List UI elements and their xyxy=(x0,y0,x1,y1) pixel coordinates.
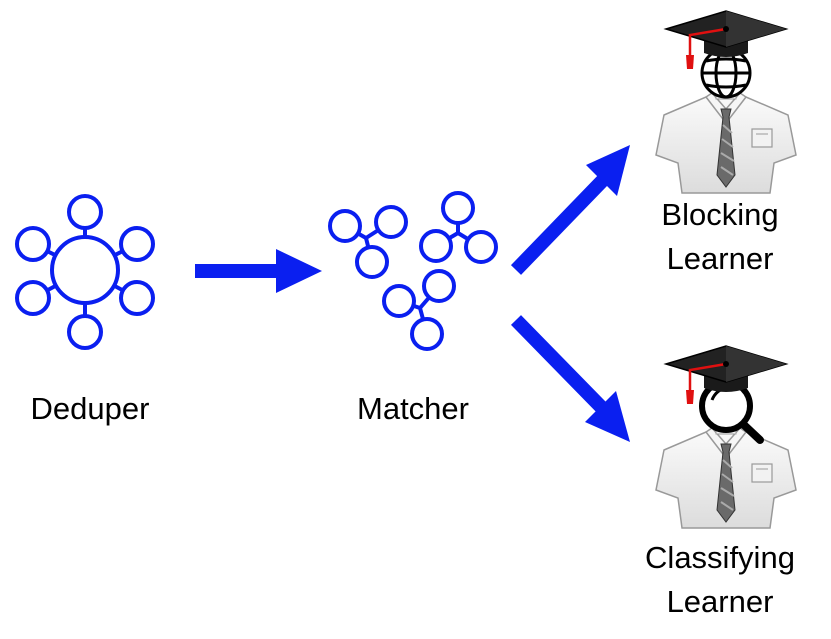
matcher-label: Matcher xyxy=(357,391,469,426)
arrow-matcher-to-blocking-learner xyxy=(510,145,630,275)
deduper-label: Deduper xyxy=(30,391,150,426)
blocking-learner-label-line1: Blocking xyxy=(661,197,779,232)
graduate-globe-head-icon xyxy=(655,9,797,194)
blocking-learner-label-line2: Learner xyxy=(666,241,774,276)
graduate-magnifier-head-icon xyxy=(655,344,797,529)
hub-network-icon xyxy=(15,194,155,350)
arrow-deduper-to-matcher xyxy=(195,249,322,293)
classifying-learner-label-line2: Learner xyxy=(666,584,774,619)
clustered-graph-icon xyxy=(328,191,498,351)
classifying-learner-label: Classifying Learner xyxy=(620,536,820,624)
classifying-learner-label-line1: Classifying xyxy=(645,540,795,575)
arrow-matcher-to-classifying-learner xyxy=(510,315,630,442)
blocking-learner-label: Blocking Learner xyxy=(620,193,820,281)
